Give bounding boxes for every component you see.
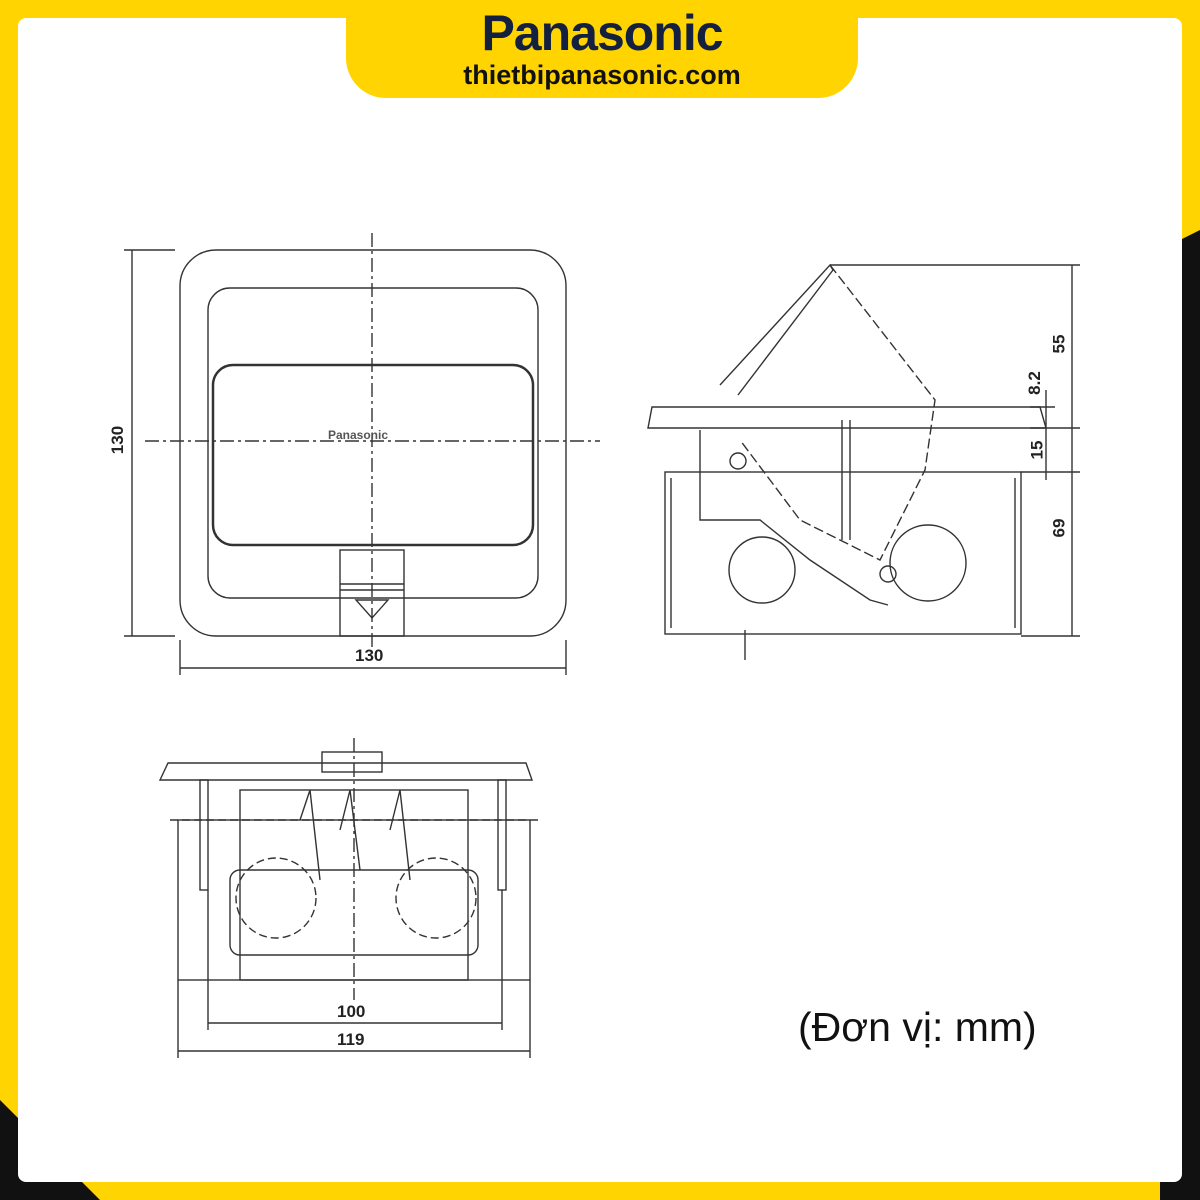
unit-note: (Đơn vị: mm) xyxy=(798,1004,1037,1050)
lid-logo: Panasonic xyxy=(328,428,389,442)
brand-header: Panasonic thietbipanasonic.com xyxy=(346,0,858,98)
dim-55: 55 xyxy=(1049,334,1069,354)
front-view xyxy=(158,738,540,1058)
dim-100: 100 xyxy=(337,1002,366,1021)
top-view xyxy=(124,233,600,675)
dim-15: 15 xyxy=(1027,440,1047,460)
dim-8-2: 8.2 xyxy=(1024,371,1044,395)
side-view xyxy=(647,263,1080,660)
website-link[interactable]: thietbipanasonic.com xyxy=(463,60,741,90)
dim-69: 69 xyxy=(1049,518,1069,538)
top-width-label: 130 xyxy=(355,646,384,665)
content-card xyxy=(18,18,1182,1182)
top-height-label: 130 xyxy=(108,425,128,455)
brand-logo: Panasonic xyxy=(481,5,723,61)
dim-119: 119 xyxy=(337,1030,365,1049)
